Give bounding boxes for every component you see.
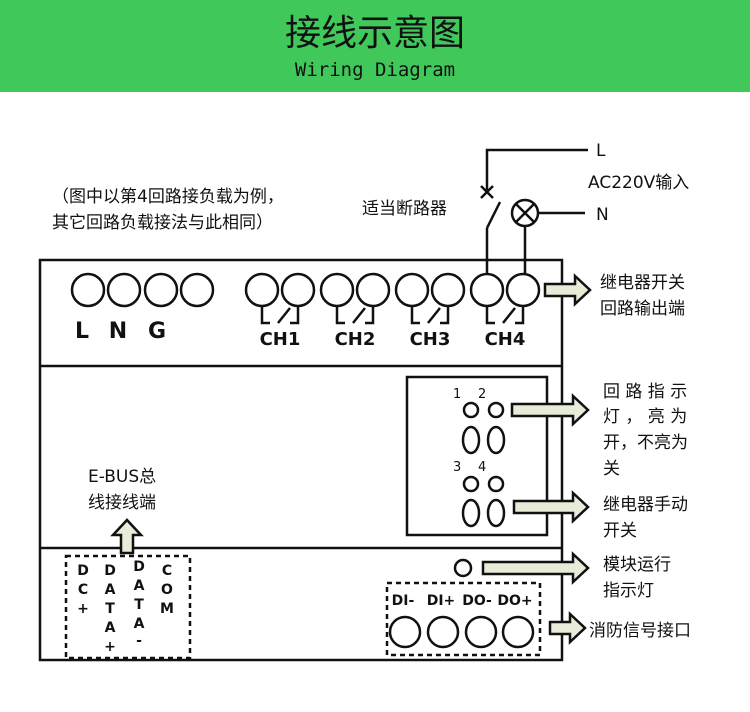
- io-label: DO+: [497, 593, 532, 609]
- svg-text:A: A: [134, 578, 145, 594]
- svg-text:T: T: [134, 597, 144, 613]
- io-label: DI+: [427, 593, 456, 609]
- svg-text:D: D: [104, 563, 116, 579]
- callout-indicator: 开，不亮为: [603, 433, 688, 453]
- arrow-right-icon: [481, 551, 590, 585]
- svg-text:A: A: [134, 616, 145, 632]
- title: 接线示意图: [285, 13, 465, 54]
- callout-indicator: 关: [603, 459, 620, 479]
- callout-relay-output: 回路输出端: [600, 299, 685, 319]
- terminal-l: L: [75, 319, 89, 344]
- supply-input: AC220V输入: [588, 173, 689, 193]
- svg-text:A: A: [105, 620, 116, 636]
- note-line2: 其它回路负载接法与此相同）: [52, 213, 273, 233]
- callout-run-led: 模块运行: [603, 555, 671, 575]
- module-body: [38, 258, 564, 662]
- svg-text:D: D: [133, 559, 145, 575]
- indicator-panel: [405, 375, 549, 537]
- arrow-right-icon: [548, 611, 587, 645]
- led-number: 2: [478, 387, 486, 402]
- callout-relay-output: 继电器开关: [600, 273, 685, 293]
- svg-text:A: A: [105, 582, 116, 598]
- svg-text:O: O: [161, 582, 173, 598]
- io-label: DO-: [462, 593, 492, 609]
- callout-run-led: 指示灯: [603, 581, 654, 601]
- led-number: 3: [453, 460, 461, 475]
- callout-fire: 消防信号接口: [589, 621, 691, 641]
- channel-leds: [462, 401, 505, 493]
- channel-label: CH4: [485, 329, 526, 350]
- svg-text:+: +: [104, 639, 116, 655]
- io-terminals: [388, 615, 535, 649]
- callout-manual: 开关: [603, 521, 637, 541]
- svg-text:C: C: [78, 582, 88, 598]
- channel-label: CH3: [410, 329, 451, 350]
- manual-switches[interactable]: [461, 425, 506, 528]
- ebus-label: 线接线端: [88, 493, 156, 513]
- led-number: 1: [453, 387, 461, 402]
- arrow-right-icon: [512, 490, 590, 524]
- svg-text:M: M: [160, 601, 174, 617]
- channel-label: CH2: [335, 329, 376, 350]
- io-terminal-block: [385, 581, 542, 657]
- io-label: DI-: [392, 593, 415, 609]
- svg-text:-: -: [136, 633, 142, 649]
- supply-l: L: [596, 141, 606, 161]
- ebus-terminal-block: [64, 554, 192, 660]
- svg-text:D: D: [77, 563, 89, 579]
- terminal-g: G: [148, 319, 166, 344]
- terminal-n: N: [109, 319, 127, 344]
- callout-indicator: 回 路 指 示: [603, 382, 687, 402]
- channel-terminals: [244, 272, 541, 325]
- svg-text:C: C: [162, 563, 172, 579]
- supply-n: N: [596, 205, 609, 225]
- subtitle: Wiring Diagram: [295, 59, 455, 81]
- ebus-label: E-BUS总: [88, 467, 156, 487]
- arrow-right-icon: [510, 393, 590, 427]
- svg-text:+: +: [77, 601, 89, 617]
- power-terminals: [70, 272, 215, 308]
- svg-text:T: T: [105, 601, 115, 617]
- breaker-label: 适当断路器: [362, 199, 447, 219]
- callout-manual: 继电器手动: [603, 495, 688, 515]
- channel-label: CH1: [260, 329, 301, 350]
- breaker: [480, 148, 588, 275]
- note-line1: （图中以第4回路接负载为例，: [52, 187, 284, 207]
- header-banner: [0, 0, 750, 92]
- led-number: 4: [478, 460, 486, 475]
- lamp-icon: [510, 198, 585, 275]
- arrow-up-icon: [110, 518, 144, 555]
- callout-indicator: 灯 ， 亮 为: [603, 407, 687, 427]
- run-led: [453, 558, 473, 578]
- arrow-right-icon: [543, 273, 592, 307]
